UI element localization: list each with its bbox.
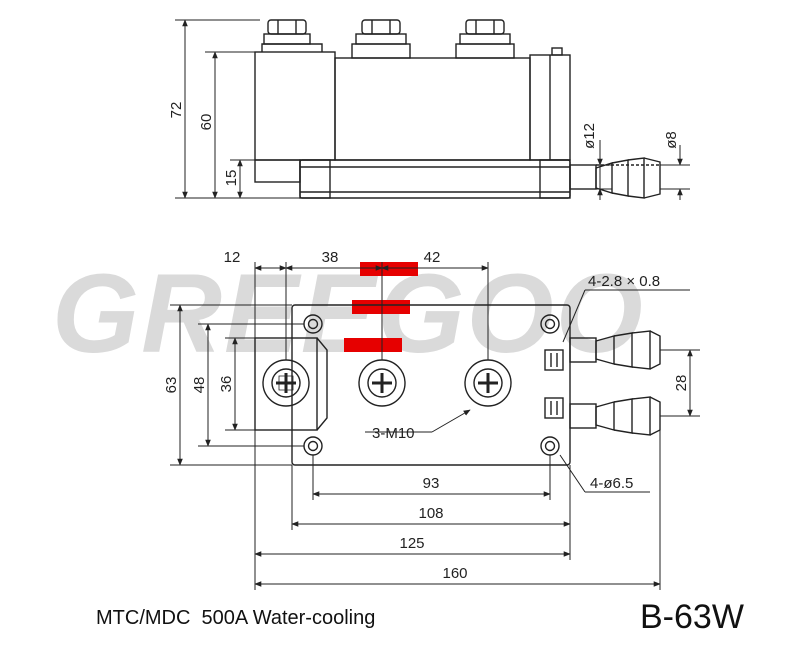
- dim-pipe-inner: ø8: [663, 131, 680, 149]
- model-number: B-63W: [640, 598, 744, 636]
- callout-slots: 4-2.8 × 0.8: [588, 273, 660, 290]
- side-middle-block: [334, 57, 531, 161]
- slot-connector: [544, 349, 564, 371]
- dim-height-body: 60: [198, 114, 215, 131]
- dim-w93: 93: [423, 475, 440, 492]
- dim-h28: 28: [673, 375, 690, 392]
- dim-height-total: 72: [168, 102, 185, 119]
- dim-pipe-outer: ø12: [581, 123, 598, 149]
- dim-h63: 63: [163, 377, 180, 394]
- slot-connector: [544, 397, 564, 419]
- side-water-pipe: [569, 157, 661, 199]
- dim-h36: 36: [218, 376, 235, 393]
- top-view-dims: [170, 262, 700, 590]
- dim-w42: 42: [424, 249, 441, 266]
- dim-w108: 108: [418, 505, 443, 522]
- dim-w12: 12: [224, 249, 241, 266]
- dim-w160: 160: [442, 565, 467, 582]
- side-terminal-1: [263, 19, 311, 45]
- side-terminal-3: [455, 19, 515, 59]
- callout-terminals: 3-M10: [372, 425, 415, 442]
- dim-w38: 38: [322, 249, 339, 266]
- top-body-outline: [291, 304, 571, 466]
- mounting-hole: [540, 436, 560, 456]
- mounting-hole: [303, 436, 323, 456]
- side-view: [254, 19, 661, 199]
- dim-w125: 125: [399, 535, 424, 552]
- callout-holes: 4-ø6.5: [590, 475, 633, 492]
- dim-height-base: 15: [223, 170, 240, 187]
- side-terminal-2: [351, 19, 411, 59]
- mounting-hole: [540, 314, 560, 334]
- dim-h48: 48: [191, 377, 208, 394]
- watermark-text: GREEGOO: [52, 251, 645, 376]
- watermark: GREEGOO: [52, 251, 645, 376]
- top-water-pipe-lower: [569, 396, 661, 436]
- side-left-block: [254, 51, 336, 161]
- m10-terminal: [464, 359, 512, 407]
- product-caption: MTC/MDC 500A Water-cooling: [96, 607, 376, 629]
- side-view-dims: [175, 19, 690, 200]
